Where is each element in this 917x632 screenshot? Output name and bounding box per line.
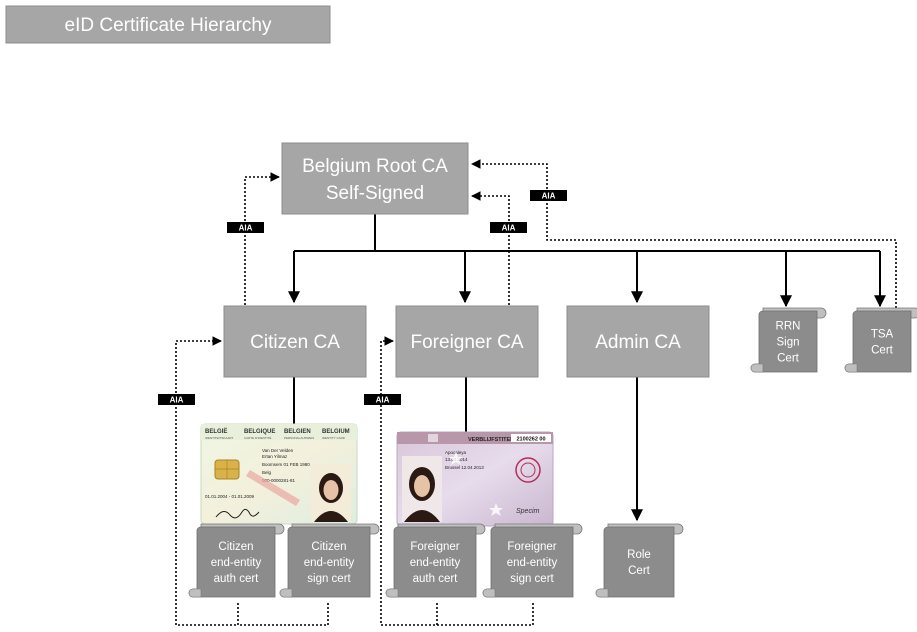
chip-icon <box>214 459 240 480</box>
svg-text:Van Der Velden: Van Der Velden <box>262 448 294 453</box>
cert-label-line: Foreigner <box>410 541 459 553</box>
aia-label-foreigner-certs: AIA <box>364 394 401 405</box>
citizen-signature <box>215 508 260 519</box>
cert-label-line: Cert <box>777 353 800 365</box>
svg-text:AIA: AIA <box>376 396 390 405</box>
svg-text:IDENTITY CARD: IDENTITY CARD <box>322 436 346 440</box>
foreigner-ca-label: Foreigner CA <box>411 332 524 353</box>
cert-label-line: Cert <box>628 565 651 577</box>
svg-text:Apocaleya: Apocaleya <box>445 450 467 455</box>
cert-label-line: sign cert <box>510 573 554 585</box>
star-icon <box>449 452 463 465</box>
citizen-ca-box: Citizen CA <box>223 305 367 378</box>
cert-label-line: Cert <box>871 345 894 357</box>
cert-scroll-citizen-sign: Citizen end-entity sign cert <box>279 523 380 598</box>
star-icon <box>489 503 503 516</box>
aia-label-citizen-certs: AIA <box>158 394 195 405</box>
cert-label-line: end-entity <box>211 557 262 569</box>
svg-text:VERBLIJFSTITEL: VERBLIJFSTITEL <box>468 437 514 443</box>
cert-label-line: end-entity <box>410 557 461 569</box>
cert-scroll-foreigner-auth: Foreigner end-entity auth cert <box>385 523 486 598</box>
aia-connectors <box>175 159 897 626</box>
svg-text:2100262 00: 2100262 00 <box>516 437 545 443</box>
admin-ca-box: Admin CA <box>566 305 710 378</box>
cert-label-line: RRN <box>776 321 801 333</box>
citizen-id-card-image: BELGIË BELGIQUE BELGIEN BELGIUM IDENTITE… <box>200 423 358 525</box>
citizen-ca-label: Citizen CA <box>250 332 340 353</box>
cert-scroll-foreigner-sign: Foreigner end-entity sign cert <box>482 523 583 598</box>
cert-label-line: auth cert <box>214 573 260 585</box>
aia-label-tsa-root: AIA <box>530 190 567 201</box>
aia-label-foreigner-root: AIA <box>490 222 527 233</box>
admin-ca-label: Admin CA <box>595 332 681 353</box>
cert-label-line: Role <box>627 549 651 561</box>
diagram-title: eID Certificate Hierarchy <box>65 15 272 36</box>
svg-text:BELGIUM: BELGIUM <box>322 429 350 435</box>
svg-text:AIA: AIA <box>502 224 516 233</box>
svg-text:01.01.2004 - 01.01.2009: 01.01.2004 - 01.01.2009 <box>205 494 255 499</box>
svg-text:IDENTITEITSKAART: IDENTITEITSKAART <box>205 436 233 440</box>
title-bar: eID Certificate Hierarchy <box>5 5 331 44</box>
foreigner-ca-box: Foreigner CA <box>395 305 539 378</box>
cert-label-line: Foreigner <box>507 541 556 553</box>
cert-label-line: Sign <box>776 337 799 349</box>
svg-text:BELGIEN: BELGIEN <box>284 429 311 435</box>
cert-scroll-citizen-auth: Citizen end-entity auth cert <box>188 523 285 598</box>
svg-text:Belg: Belg <box>262 470 272 475</box>
cert-label-line: Citizen <box>218 541 253 553</box>
aia-label-citizen-root: AIA <box>227 222 264 233</box>
svg-text:AIA: AIA <box>170 396 184 405</box>
svg-text:000-0000281-81: 000-0000281-81 <box>262 478 296 483</box>
cert-label-line: end-entity <box>304 557 355 569</box>
cert-label-line: auth cert <box>413 573 459 585</box>
cert-label-line: end-entity <box>507 557 558 569</box>
root-ca-box: Belgium Root CA Self-Signed <box>281 142 469 215</box>
cert-scroll-tsa: TSA Cert <box>844 307 917 373</box>
svg-text:AIA: AIA <box>239 224 253 233</box>
cert-label-line: sign cert <box>307 573 351 585</box>
svg-text:Specim: Specim <box>516 508 540 515</box>
svg-text:CARTE D'IDENTITÉ: CARTE D'IDENTITÉ <box>244 435 271 440</box>
svg-text:AIA: AIA <box>542 192 556 201</box>
root-ca-line1: Belgium Root CA <box>302 156 448 177</box>
svg-text:Boomsem 01 FEB 1980: Boomsem 01 FEB 1980 <box>262 462 310 467</box>
seal-icon <box>515 457 541 483</box>
svg-text:Brussel 12.04.2013: Brussel 12.04.2013 <box>445 465 484 470</box>
root-ca-line2: Self-Signed <box>326 183 424 204</box>
svg-text:BELGIË: BELGIË <box>205 428 227 435</box>
citizen-photo <box>311 464 351 522</box>
foreigner-id-card-image: VERBLIJFSTITEL 2100262 00 Apocaleya 13.0… <box>396 431 554 527</box>
cert-label-line: TSA <box>871 329 894 341</box>
certificate-scrolls: RRNSignCertTSACertCitizenend-entityauth … <box>188 307 917 598</box>
svg-text:Ertan Yilmaz: Ertan Yilmaz <box>262 454 288 459</box>
cert-label-line: Citizen <box>311 541 346 553</box>
svg-text:PERSONALAUSWEIS: PERSONALAUSWEIS <box>284 436 314 440</box>
foreigner-photo <box>402 456 442 522</box>
svg-text:BELGIQUE: BELGIQUE <box>244 429 275 435</box>
